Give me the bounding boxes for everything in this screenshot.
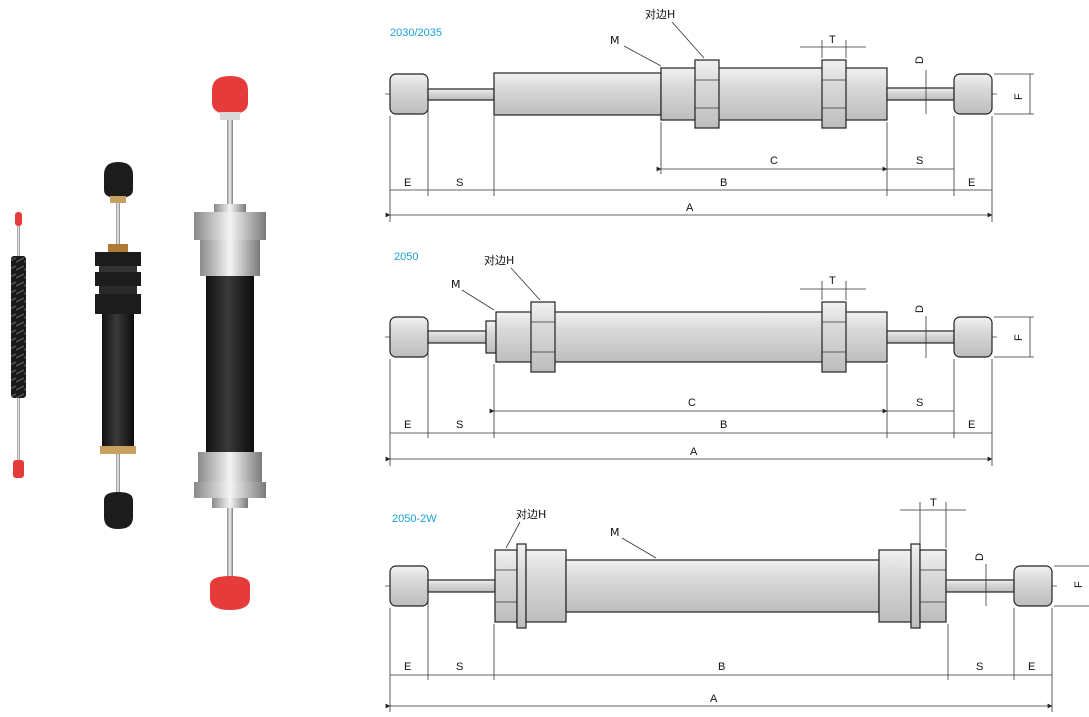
shock-absorber-large: [194, 76, 266, 610]
dim-e-left: E: [404, 419, 411, 431]
label-nut-thickness: T: [829, 34, 836, 46]
label-hex-width: 对边H: [645, 7, 675, 21]
label-thread: M: [451, 278, 461, 291]
shock-absorber-medium: [95, 162, 141, 529]
dim-b: B: [720, 177, 727, 189]
drawing-2050: 2050 对边H M T D F E S C B: [385, 251, 1034, 466]
label-cap-diameter: F: [1013, 93, 1025, 100]
dim-s-right: S: [976, 661, 983, 673]
label-rod-diameter: D: [914, 56, 926, 64]
model-caption: 2050-2W: [392, 513, 437, 525]
label-cap-diameter: F: [1013, 334, 1025, 341]
product-photo: [11, 76, 266, 610]
dim-b: B: [720, 419, 727, 431]
dim-s-left: S: [456, 661, 463, 673]
model-caption: 2050: [394, 251, 418, 263]
dim-a: A: [690, 446, 698, 458]
dim-e-right: E: [1028, 661, 1035, 673]
dim-s-right: S: [916, 155, 923, 167]
dim-s-left: S: [456, 177, 463, 189]
dim-c: C: [770, 155, 778, 167]
label-rod-diameter: D: [914, 305, 926, 313]
dim-a: A: [710, 693, 718, 705]
dim-b: B: [718, 661, 725, 673]
label-nut-thickness: T: [829, 275, 836, 287]
drawing-2030-2035: 2030/2035 对边H M T D F: [385, 7, 1034, 222]
label-hex-width: 对边H: [516, 507, 546, 521]
dim-e-right: E: [968, 419, 975, 431]
dim-e-left: E: [404, 177, 411, 189]
label-thread: M: [610, 34, 620, 47]
label-nut-thickness: T: [930, 497, 937, 509]
model-caption: 2030/2035: [390, 27, 442, 39]
label-cap-diameter: F: [1073, 581, 1085, 588]
dim-e-left: E: [404, 661, 411, 673]
dim-a: A: [686, 202, 694, 214]
label-hex-width: 对边H: [484, 253, 514, 267]
dim-s-left: S: [456, 419, 463, 431]
dim-c: C: [688, 397, 696, 409]
dim-s-right: S: [916, 397, 923, 409]
dim-e-right: E: [968, 177, 975, 189]
label-rod-diameter: D: [974, 553, 986, 561]
label-thread: M: [610, 526, 620, 539]
drawing-2050-2w: 2050-2W 对边H M T D F: [385, 497, 1089, 712]
shock-absorber-small: [11, 212, 26, 478]
